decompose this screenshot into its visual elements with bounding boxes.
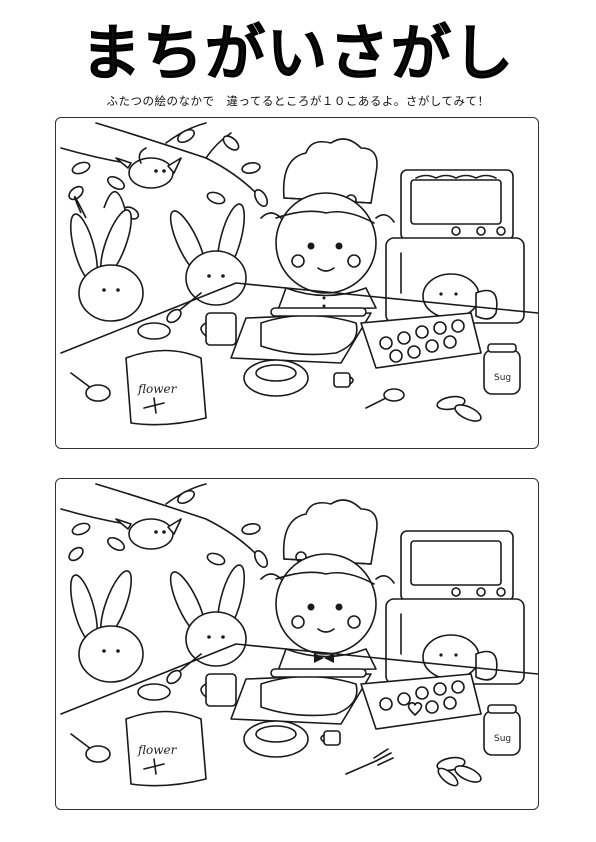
whisk	[166, 653, 202, 685]
bird	[115, 147, 182, 189]
chef	[260, 499, 395, 672]
whisk	[166, 292, 202, 324]
table-edge	[60, 643, 538, 715]
chef	[260, 138, 395, 311]
mug	[200, 312, 237, 346]
small-bowl	[137, 683, 171, 701]
fork-right	[345, 748, 394, 775]
rolling-pin-and-dough	[230, 668, 372, 725]
mug	[200, 673, 237, 707]
flour-bag: flower	[125, 710, 207, 787]
flour-label: flower	[137, 382, 178, 396]
rabbit-right	[169, 203, 247, 306]
heart-cookie	[407, 701, 423, 716]
page-title: まちがいさがし	[81, 19, 515, 90]
kitchen-illustration-bottom: Sug flower	[60, 483, 538, 787]
mixing-bowl	[243, 359, 309, 397]
flour-bag: flower	[125, 349, 207, 426]
small-cup	[320, 730, 341, 746]
sugar-jar: Sug	[483, 704, 521, 756]
rabbit-left	[69, 190, 144, 322]
picture-panel-bottom[interactable]: Sug flower	[55, 478, 539, 810]
leaves-on-table	[436, 756, 482, 787]
leaves-on-table	[436, 395, 482, 422]
picture-panel-top[interactable]: Sug flower	[55, 117, 539, 449]
cookie-tray	[360, 312, 482, 369]
bowtie	[314, 653, 334, 663]
small-bowl	[137, 322, 171, 340]
squirrel	[422, 634, 498, 681]
rolling-pin-and-dough	[230, 307, 372, 364]
spoon-left	[70, 733, 111, 763]
instructions-text: ふたつの絵のなかで 違ってるところが１０こあるよ。さがしてみて！	[106, 94, 490, 108]
kitchen-illustration-top: Sug flower	[60, 122, 538, 426]
squirrel	[422, 273, 498, 320]
sugar-label: Sug	[494, 373, 511, 383]
flour-label: flower	[137, 743, 178, 757]
small-cup	[333, 372, 354, 388]
table-edge	[60, 282, 538, 354]
sugar-jar: Sug	[483, 343, 521, 395]
rabbit-right	[169, 564, 247, 667]
sugar-label: Sug	[494, 734, 511, 744]
rabbit-left	[69, 570, 144, 683]
mixing-bowl	[243, 720, 309, 758]
bird	[115, 518, 182, 550]
tree-branch	[60, 122, 269, 220]
spoon-left	[70, 372, 111, 402]
spoon-right	[365, 388, 405, 409]
cookie-tray	[360, 673, 482, 730]
